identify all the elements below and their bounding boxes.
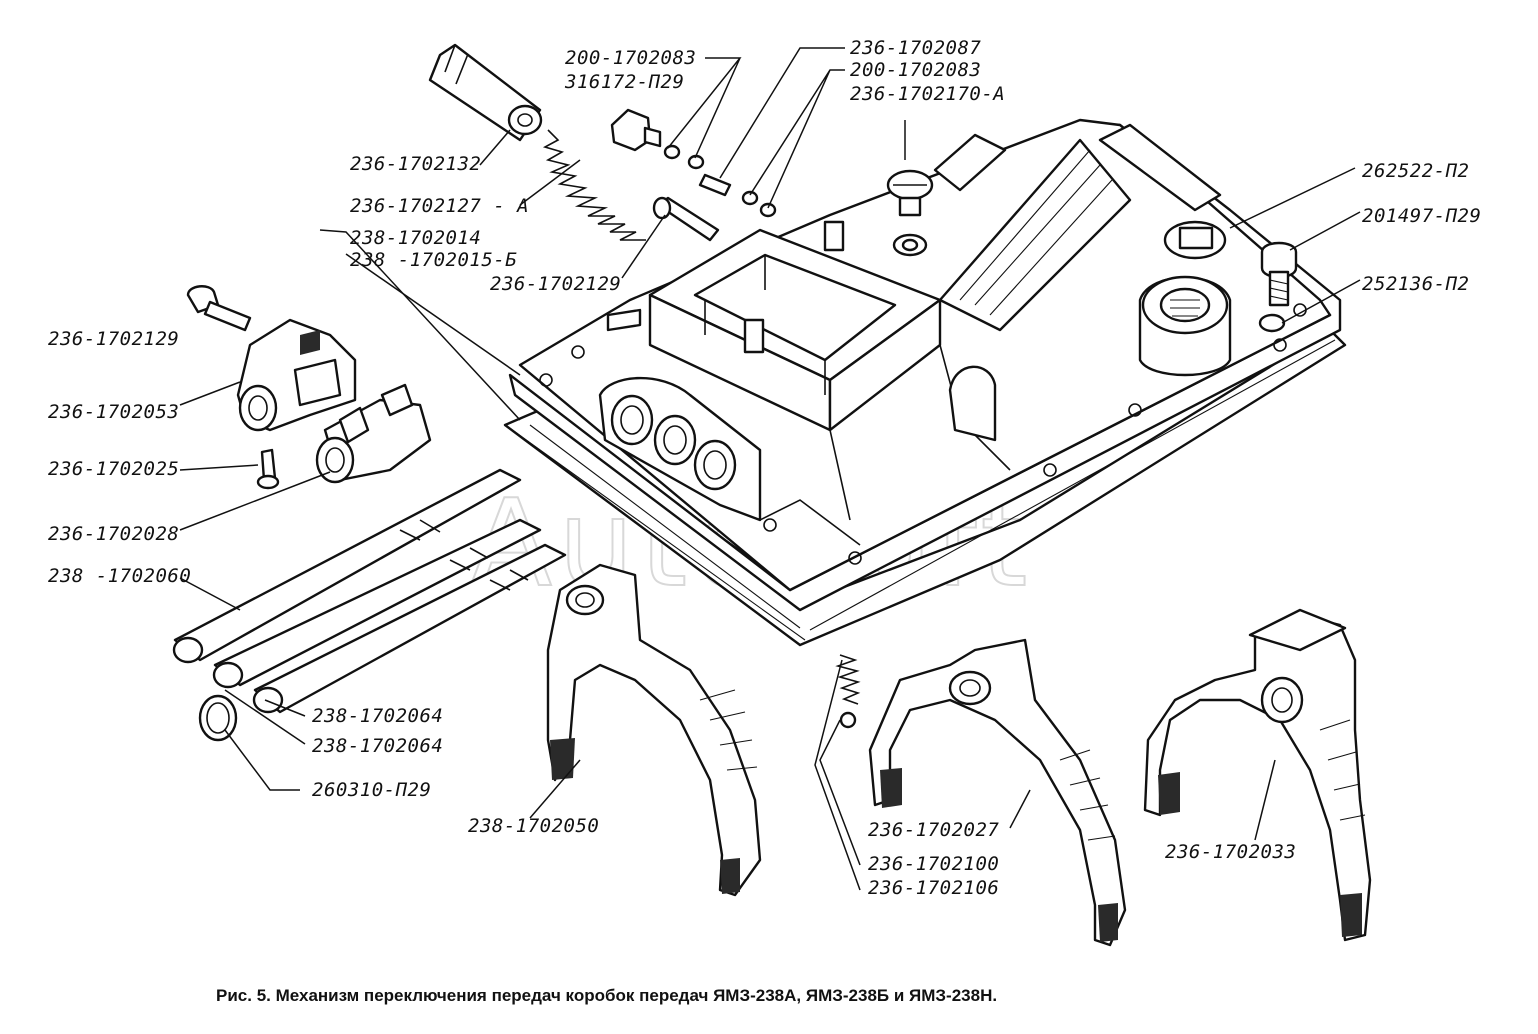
label-262522-p2: 262522-П2 — [1362, 160, 1469, 182]
label-238-1702014: 238-1702014 — [350, 227, 481, 249]
plunger-assembly — [428, 43, 1298, 333]
label-236-1702027: 236-1702027 — [868, 819, 999, 841]
label-200-1702083-a: 200-1702083 — [565, 47, 696, 69]
shift-fork-236-1702033 — [1143, 608, 1372, 942]
shift-cover-housing — [503, 118, 1347, 647]
figure-caption: Рис. 5. Механизм переключения передач ко… — [216, 986, 998, 1005]
label-236-1702053: 236-1702053 — [48, 401, 179, 423]
label-238-1702064-b: 238-1702064 — [312, 735, 443, 757]
label-260310-p29: 260310-П29 — [312, 779, 431, 801]
label-238-1702050: 238-1702050 — [468, 815, 599, 837]
label-236-1702106: 236-1702106 — [868, 877, 999, 899]
label-236-1702025: 236-1702025 — [48, 458, 179, 480]
label-238-1702060: 238 -1702060 — [48, 565, 191, 587]
leader-lines — [179, 47, 1361, 891]
label-238-1702064-a: 238-1702064 — [312, 705, 443, 727]
label-200-1702083-b: 200-1702083 — [850, 59, 981, 81]
label-238-1702015-b: 238 -1702015-Б — [350, 249, 517, 271]
label-236-1702028: 236-1702028 — [48, 523, 179, 545]
label-236-1702100: 236-1702100 — [868, 853, 999, 875]
shift-fork-238-1702050 — [546, 563, 762, 897]
part-labels: 200-1702083 316172-П29 236-1702087 200-1… — [48, 37, 1481, 899]
label-236-1702170-a: 236-1702170-А — [850, 83, 1005, 105]
label-252136-p2: 252136-П2 — [1362, 273, 1469, 295]
label-236-1702129-left: 236-1702129 — [48, 328, 179, 350]
label-236-1702129-top: 236-1702129 — [490, 273, 621, 295]
label-236-1702127-a: 236-1702127 - А — [350, 195, 529, 217]
label-236-1702033: 236-1702033 — [1165, 841, 1296, 863]
label-236-1702132: 236-1702132 — [350, 153, 481, 175]
shift-fork-236-1702027 — [835, 638, 1127, 947]
label-236-1702087: 236-1702087 — [850, 37, 981, 59]
label-201497-p29: 201497-П29 — [1362, 205, 1481, 227]
label-316172-p29: 316172-П29 — [564, 71, 684, 93]
left-small-parts — [172, 285, 567, 742]
